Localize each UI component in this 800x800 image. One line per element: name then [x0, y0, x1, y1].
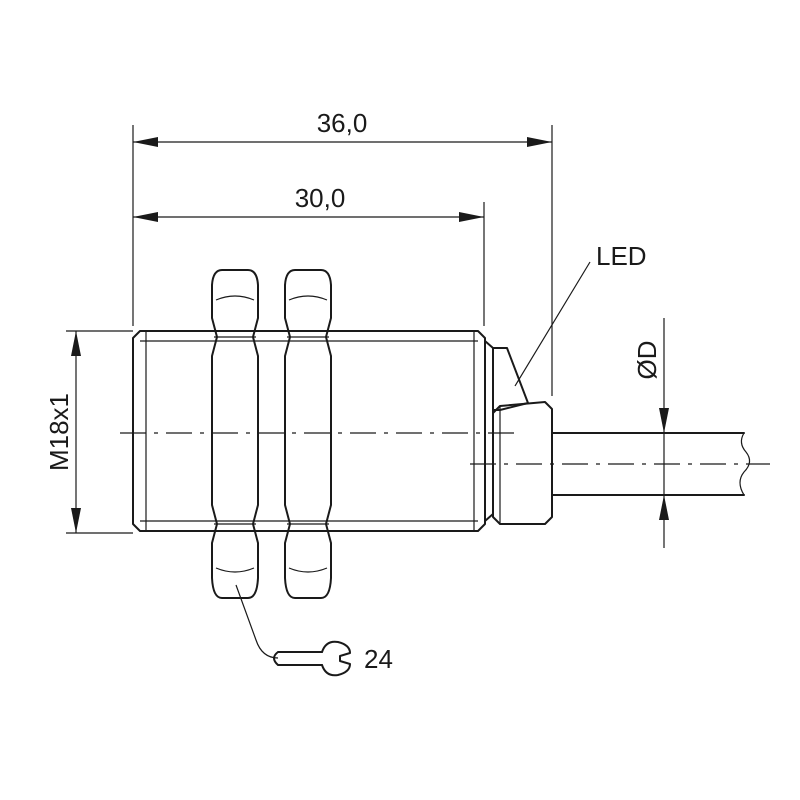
led-label: LED	[596, 241, 647, 271]
dimension-overall-label: 36,0	[317, 108, 368, 138]
thread-label: M18x1	[44, 393, 74, 471]
cable-diameter-label: ØD	[632, 341, 662, 380]
rear-cap	[484, 340, 494, 522]
wrench-icon	[273, 640, 351, 677]
led-window	[492, 347, 529, 411]
dimension-body: 30,0	[133, 183, 485, 326]
cable-gland	[492, 401, 553, 525]
sensor-body	[132, 330, 486, 532]
hex-nut-rear	[284, 269, 332, 599]
dimension-overall: 36,0	[132, 108, 553, 396]
wrench-size-label: 24	[364, 644, 393, 674]
cable	[551, 432, 751, 496]
center-line	[120, 432, 770, 465]
dimension-body-label: 30,0	[295, 183, 346, 213]
dimension-cable-diameter: ØD	[632, 318, 669, 548]
led-callout: LED	[514, 241, 647, 387]
wrench-callout: 24	[235, 584, 393, 677]
hex-nut-front	[211, 269, 259, 599]
dimension-thread: M18x1	[44, 330, 133, 534]
